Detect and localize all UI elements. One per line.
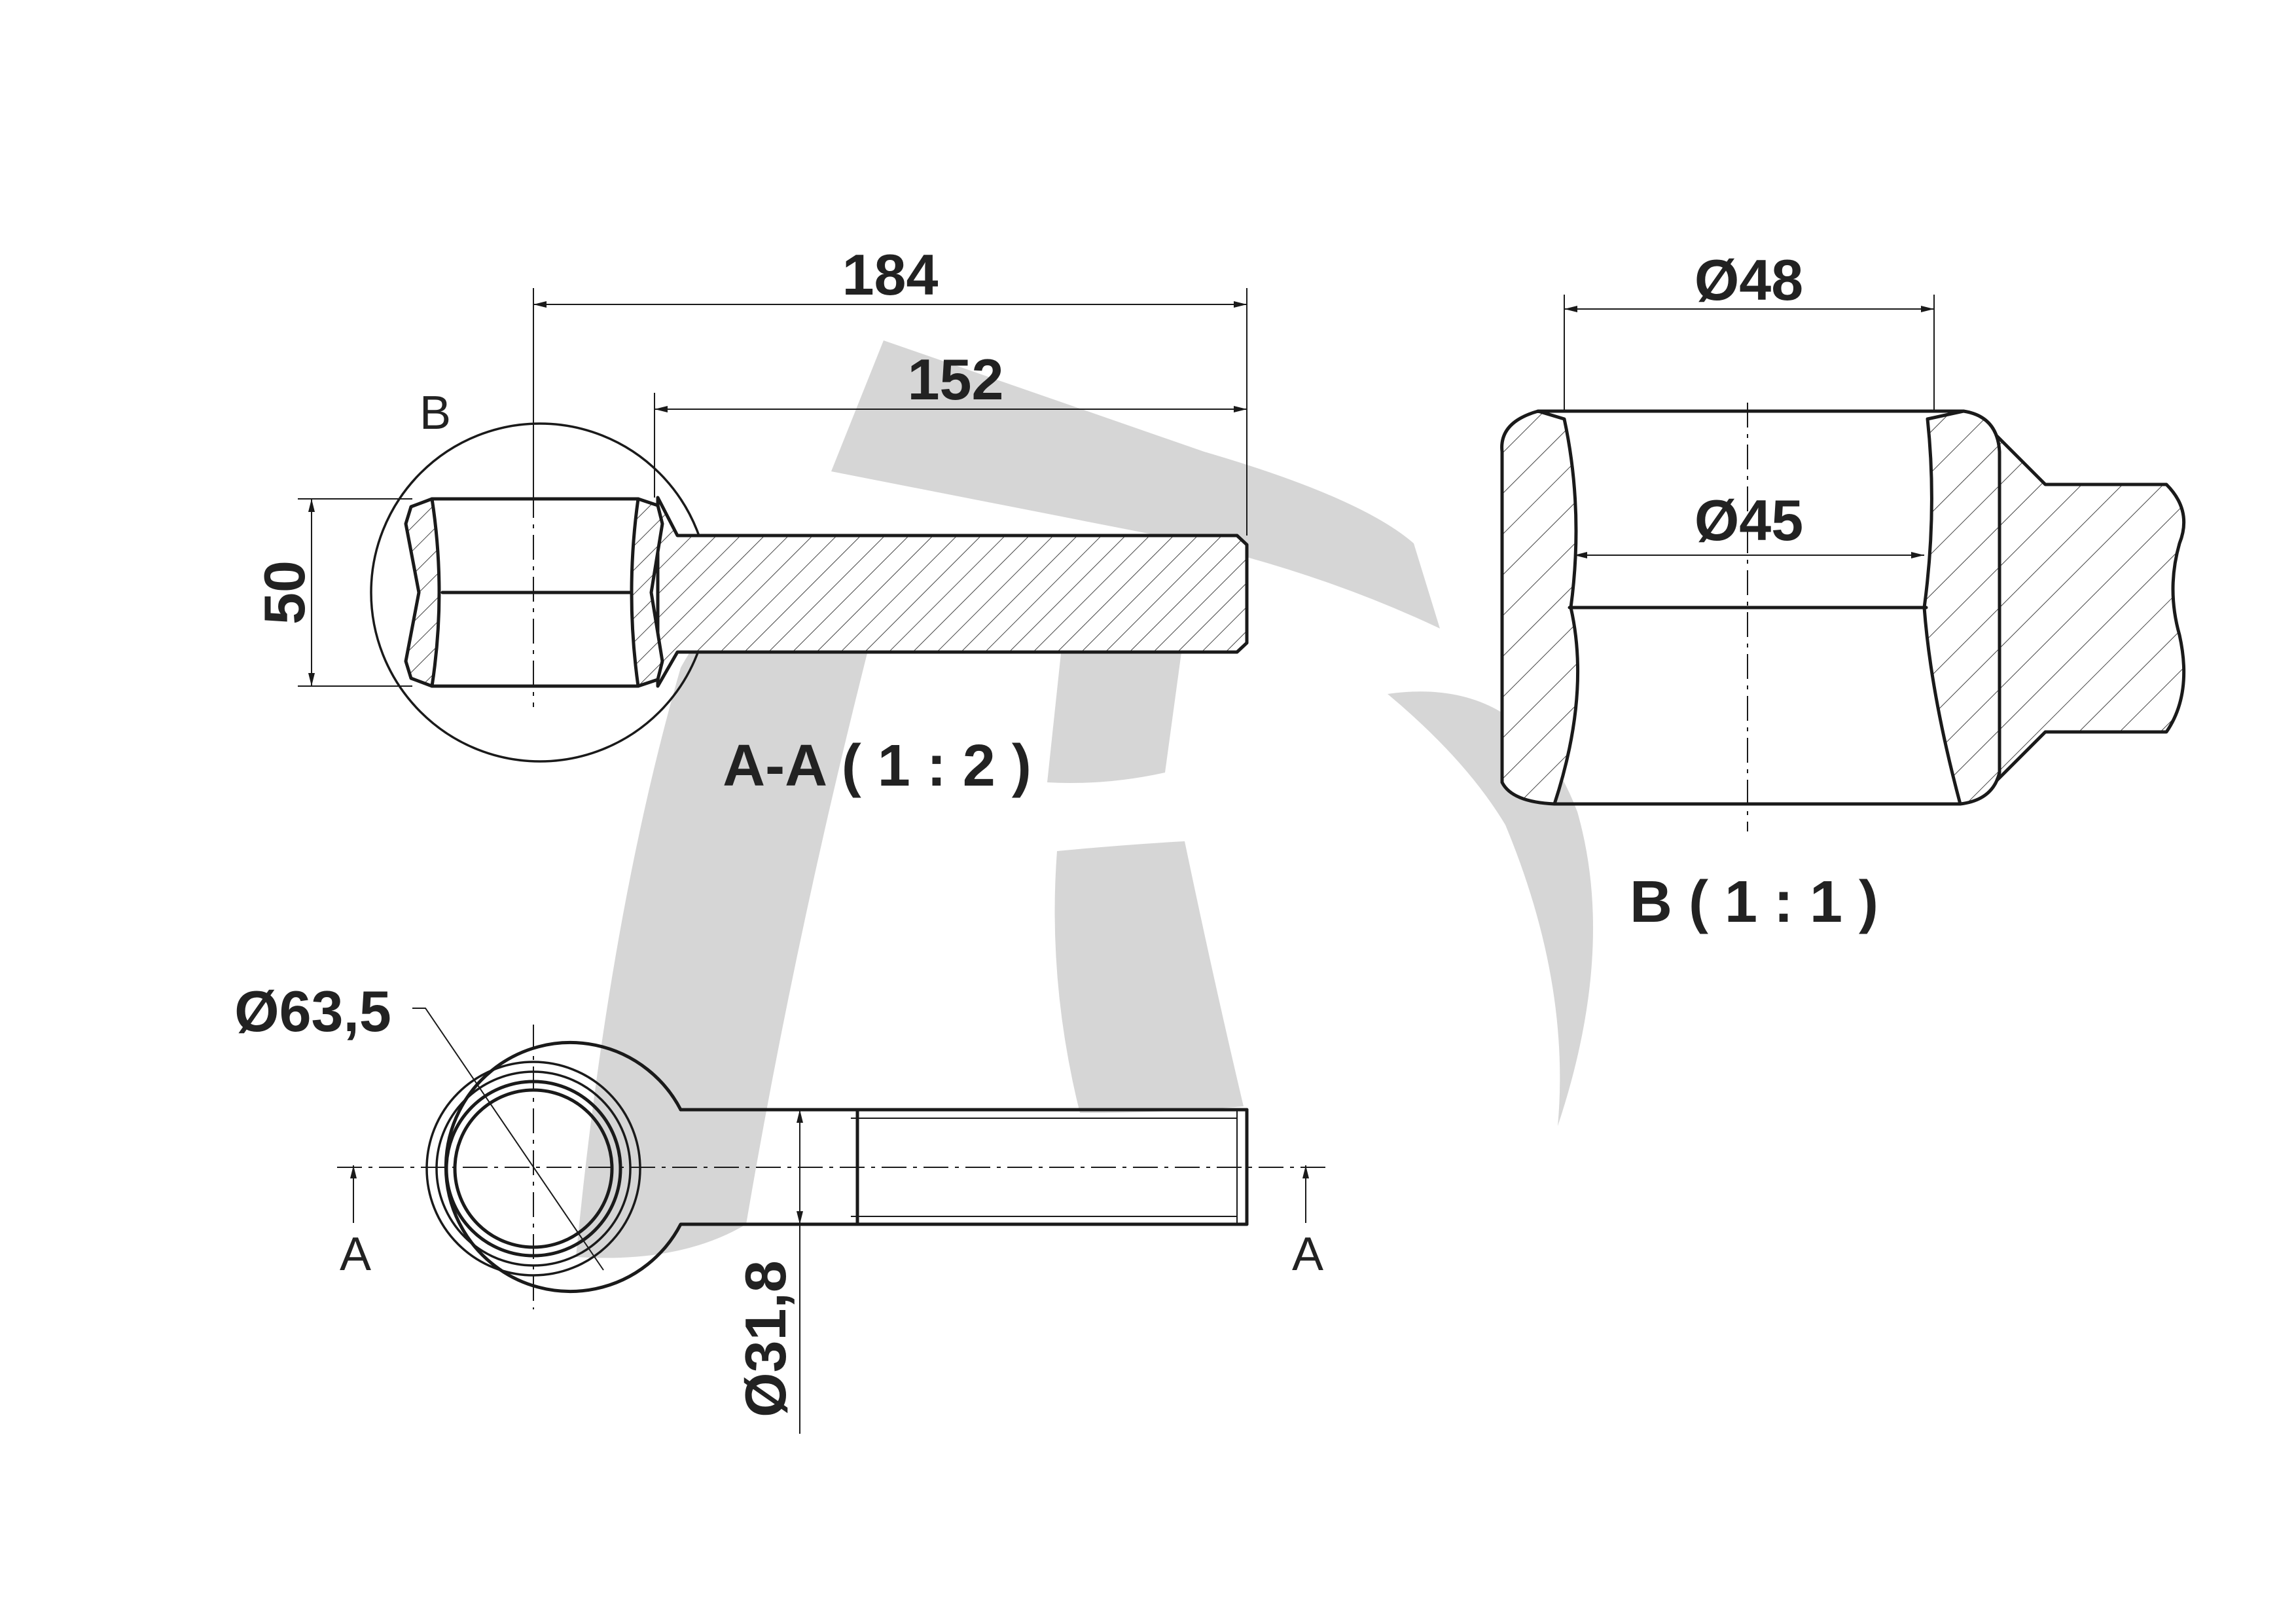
- detail-view-title: B ( 1 : 1 ): [1630, 869, 1878, 935]
- dim-eye-outer-diameter: Ø63,5: [234, 979, 391, 1044]
- section-view-a-a: 184 152 50 B A-A ( 1 : 2 ): [252, 242, 1249, 799]
- section-marker-right: A: [1292, 1228, 1323, 1281]
- watermark-logo: [576, 340, 1593, 1258]
- section-marker-left: A: [340, 1228, 371, 1281]
- dim-shank-length: 152: [908, 347, 1004, 412]
- dim-bore-inner-diameter: Ø45: [1695, 488, 1803, 553]
- detail-marker-b: B: [420, 387, 451, 439]
- eye-wall-right: [630, 497, 664, 688]
- dim-eye-width: 50: [252, 560, 317, 625]
- dim-bore-outer-diameter: Ø48: [1695, 247, 1803, 312]
- eye-wall-left: [404, 497, 441, 688]
- front-view: A A Ø63,5 Ø31,8: [234, 979, 1329, 1434]
- dim-shank-diameter: Ø31,8: [733, 1260, 798, 1417]
- detail-shank-section: [1991, 430, 2186, 786]
- shank-section: [656, 496, 1249, 688]
- detail-wall-right: [1922, 409, 2001, 806]
- detail-wall-left: [1500, 409, 1580, 806]
- dim-overall-length: 184: [842, 242, 939, 307]
- detail-view-b: Ø48 Ø45 B ( 1 : 1 ): [1500, 247, 2186, 935]
- section-view-title: A-A ( 1 : 2 ): [723, 733, 1031, 799]
